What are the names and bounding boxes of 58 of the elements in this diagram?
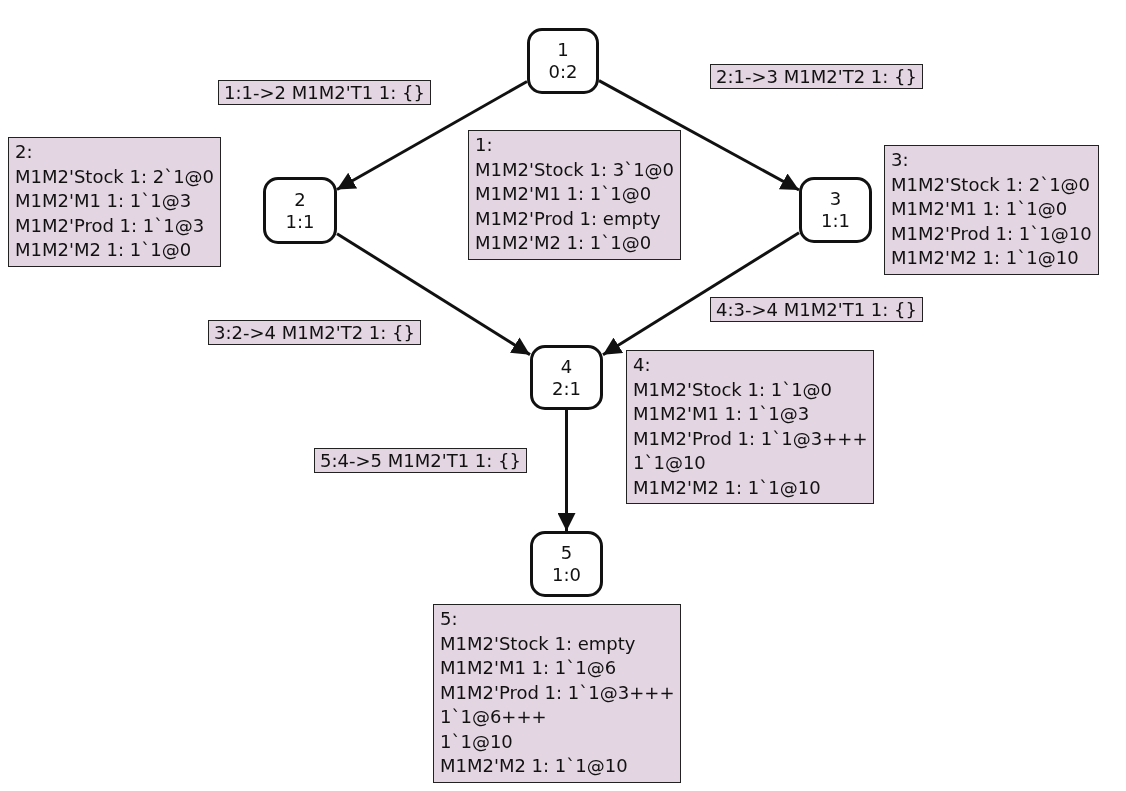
marking-line: M1M2'M2 1: 1`1@10 (440, 754, 629, 778)
state-label: 1:0 (552, 564, 581, 586)
marking-box (626, 350, 875, 504)
marking-line: M1M2'Prod 1: 1`1@3+++ (440, 680, 675, 705)
marking-line: 1: (475, 133, 494, 157)
state-node (530, 531, 603, 597)
state-label: 1:1 (285, 210, 315, 233)
state-node (799, 177, 872, 243)
marking-line: M1M2'M2 1: 1`1@10 (633, 475, 822, 500)
state-label: 2:1 (552, 377, 581, 400)
edge-label: 4:3->4 M1M2'T1 1: {} (710, 297, 923, 322)
arrow (336, 232, 531, 356)
marking-line: M1M2'M1 1: 1`1@3 (633, 402, 811, 426)
marking-line: 1`1@6+++ (440, 705, 548, 729)
marking-line: M1M2'Stock 1: 3`1@0 (475, 157, 675, 182)
marking-line: M1M2'Prod 1: 1`1@3 (15, 213, 206, 238)
marking-line: M1M2'Stock 1: 2`1@0 (891, 172, 1092, 197)
marking-line: M1M2'Prod 1: 1`1@3+++ (633, 426, 868, 451)
state-label: 5 (560, 542, 573, 564)
marking-line: 1`1@10 (633, 451, 707, 475)
state-node (527, 28, 599, 94)
edge-label: 5:4->5 M1M2'T1 1: {} (314, 448, 527, 473)
marking-line: M1M2'M2 1: 1`1@0 (15, 238, 193, 262)
marking-box (468, 130, 682, 260)
marking-line: M1M2'M1 1: 1`1@0 (891, 197, 1069, 221)
arrow (598, 79, 800, 192)
arrow (336, 80, 528, 191)
marking-line: M1M2'M1 1: 1`1@3 (15, 189, 193, 213)
marking-line: M1M2'Stock 1: 1`1@0 (633, 377, 834, 402)
marking-line: M1M2'M2 1: 1`1@10 (891, 246, 1080, 270)
state-label: 4 (560, 355, 573, 378)
marking-line: M1M2'M1 1: 1`1@6 (440, 656, 618, 680)
state-label: 3 (829, 188, 842, 210)
marking-line: M1M2'Stock 1: 2`1@0 (15, 164, 215, 189)
marking-box (884, 145, 1099, 275)
marking-line: M1M2'M1 1: 1`1@0 (475, 182, 653, 206)
marking-line: M1M2'Prod 1: empty (475, 206, 662, 231)
state-node (530, 345, 603, 410)
marking-box (433, 604, 682, 783)
arrow (557, 410, 576, 531)
marking-line: 2: (15, 140, 34, 164)
edge-label: 3:2->4 M1M2'T2 1: {} (208, 320, 421, 345)
marking-line: 1`1@10 (440, 729, 514, 754)
marking-box (8, 137, 222, 267)
state-node (263, 177, 337, 244)
state-label: 1:1 (821, 210, 850, 232)
marking-line: M1M2'Stock 1: empty (440, 631, 637, 656)
state-label: 2 (294, 188, 306, 211)
marking-line: 4: (633, 353, 652, 377)
state-label: 1 (557, 39, 569, 61)
edge-label: 1:1->2 M1M2'T1 1: {} (218, 80, 431, 105)
marking-line: M1M2'M2 1: 1`1@0 (475, 231, 653, 255)
arrow (602, 231, 800, 357)
state-label: 0:2 (548, 61, 578, 83)
edge-label: 2:1->3 M1M2'T2 1: {} (710, 64, 923, 89)
marking-line: 3: (891, 148, 910, 172)
marking-line: M1M2'Prod 1: 1`1@10 (891, 221, 1092, 246)
marking-line: 5: (440, 607, 459, 631)
